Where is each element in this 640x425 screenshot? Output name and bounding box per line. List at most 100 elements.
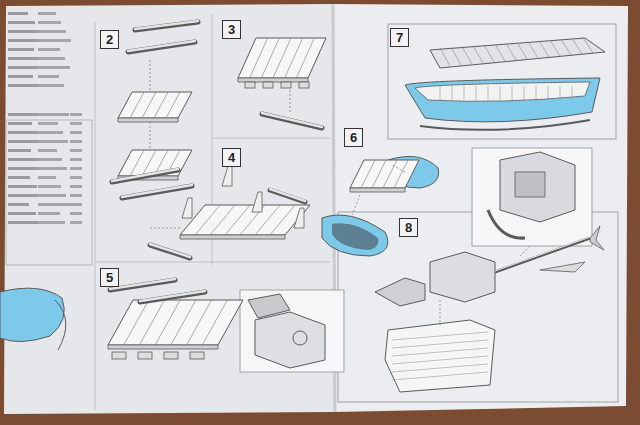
step-number: 5 xyxy=(106,271,113,284)
step-number-box: 3 xyxy=(222,20,241,39)
rib-line xyxy=(524,86,525,100)
blurred-text xyxy=(38,185,61,188)
step-number-box: 4 xyxy=(222,148,241,167)
assembly-guide xyxy=(440,300,441,325)
deck-edge xyxy=(108,345,218,349)
plank-line xyxy=(296,38,314,78)
blurred-text xyxy=(8,176,30,179)
right-page xyxy=(332,4,628,412)
rail-part xyxy=(150,245,190,258)
blurred-text xyxy=(38,122,58,125)
plank-line xyxy=(142,92,156,118)
rail-part-face xyxy=(112,169,178,181)
engine-cradle xyxy=(488,210,525,238)
rib-line xyxy=(464,86,465,100)
plank-line xyxy=(392,372,488,380)
roof-line xyxy=(495,44,505,61)
blurred-text xyxy=(8,149,31,152)
crossbeam xyxy=(190,352,204,359)
bracket-part xyxy=(222,166,232,186)
plank-deck xyxy=(238,38,326,82)
rail-part xyxy=(270,190,305,202)
step-number-box: 8 xyxy=(399,218,418,237)
bracket-part xyxy=(252,192,262,212)
blurred-text xyxy=(38,140,68,143)
rib-line xyxy=(548,86,549,100)
blue-raft-part xyxy=(0,288,64,341)
plank-line xyxy=(250,38,268,78)
blurred-text xyxy=(38,39,71,42)
plank-deck xyxy=(350,160,419,192)
assembly-guide xyxy=(290,90,291,112)
crossbeam xyxy=(245,82,255,88)
roof-line xyxy=(561,39,571,55)
boat-hull xyxy=(405,78,600,122)
plank-line xyxy=(285,38,303,78)
rib-line xyxy=(560,86,561,100)
crossbeam xyxy=(112,352,126,359)
roof-line xyxy=(539,41,549,57)
blurred-text xyxy=(8,12,28,15)
rib-line xyxy=(512,86,513,100)
step-number: 3 xyxy=(228,23,235,36)
engine-cover xyxy=(248,294,290,318)
roof-line xyxy=(451,47,461,65)
deck-surface xyxy=(180,205,310,235)
deck-edge xyxy=(118,118,178,122)
engine-nose xyxy=(375,278,425,306)
boat-section xyxy=(385,320,495,392)
deck-edge xyxy=(350,188,405,192)
blurred-text xyxy=(8,221,43,224)
engine-assembly xyxy=(430,252,495,302)
plank-line xyxy=(392,356,488,364)
roof-line xyxy=(572,38,582,54)
assembly-guide xyxy=(150,60,151,90)
rail-part-face xyxy=(135,21,198,29)
deck-surface xyxy=(118,92,192,118)
roof-line xyxy=(473,46,483,63)
engine-detail xyxy=(515,172,545,197)
colour-table xyxy=(6,12,92,265)
blurred-text xyxy=(38,167,67,170)
assembly-guide xyxy=(150,122,151,148)
roof-line xyxy=(462,46,472,64)
rail-part xyxy=(135,22,198,30)
engine-block xyxy=(255,312,325,368)
propeller xyxy=(590,226,604,250)
step7-panel xyxy=(388,24,616,139)
plank-line xyxy=(361,160,375,188)
rail-part xyxy=(122,186,192,198)
rail-part-face xyxy=(270,189,305,201)
blurred-text xyxy=(38,194,66,197)
blurred-text xyxy=(38,149,57,152)
rail-part-face xyxy=(122,185,192,197)
plank-deck xyxy=(118,92,192,122)
rail-part-face xyxy=(150,244,190,257)
blurred-text xyxy=(8,30,42,33)
plank-line xyxy=(392,332,488,340)
step-number: 7 xyxy=(396,31,403,44)
rail-part-face xyxy=(128,41,195,51)
blurred-text xyxy=(70,122,82,125)
blurred-text xyxy=(8,21,35,24)
step-number: 6 xyxy=(350,131,357,144)
blurred-text xyxy=(70,149,82,152)
plank-line xyxy=(394,160,408,188)
plank-line xyxy=(270,205,295,235)
plank-deck xyxy=(108,300,243,349)
plank-line xyxy=(139,300,164,345)
roof-line xyxy=(528,42,538,58)
plank-line xyxy=(261,38,279,78)
deck-surface xyxy=(350,160,419,188)
blurred-text xyxy=(70,194,82,197)
prop-shaft xyxy=(495,238,590,272)
rail-part-face xyxy=(262,113,322,127)
crossbeam xyxy=(164,352,178,359)
plank-line xyxy=(372,160,386,188)
keel-part xyxy=(420,120,590,130)
blurred-text xyxy=(38,75,59,78)
blurred-text xyxy=(8,48,34,51)
assembly-guide xyxy=(392,165,405,172)
